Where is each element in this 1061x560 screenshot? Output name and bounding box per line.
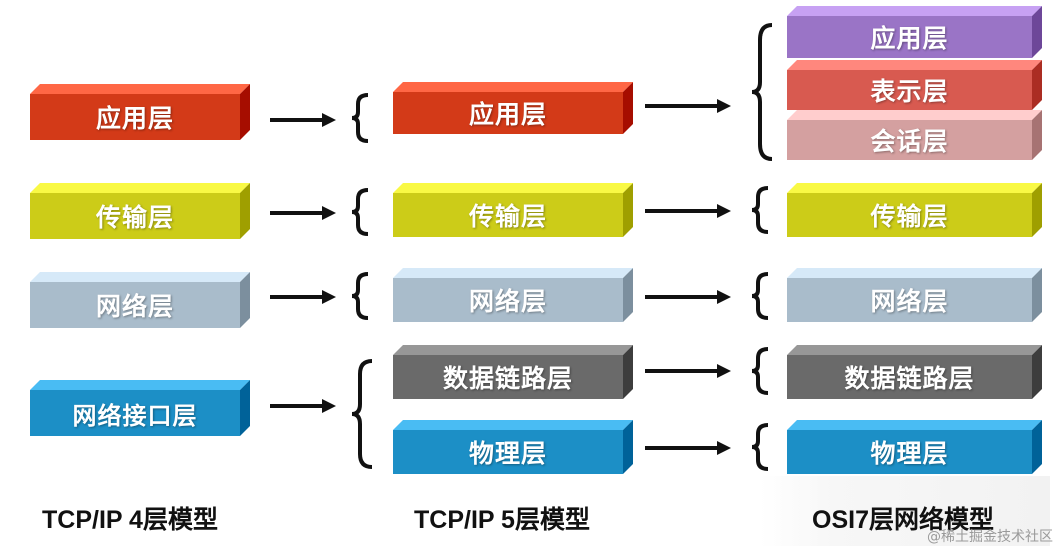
layer-label: 表示层 [870,77,949,106]
arrow-icon [270,206,336,220]
layer-label: 应用层 [870,24,949,53]
brace-icon [751,186,769,234]
osi-application-layer: 应用层 [787,6,1042,58]
arrow-icon [645,204,731,218]
layer-label: 应用层 [95,104,174,133]
layer-label: 数据链路层 [442,364,573,393]
osi-presentation-layer: 表示层 [787,60,1042,110]
brace-icon [351,272,369,320]
layer-label: 应用层 [468,100,547,129]
tcpip5-caption: TCP/IP 5层模型 [414,506,590,534]
layer-label: 网络层 [870,287,949,316]
tcpip5-network-layer: 网络层 [393,268,633,322]
osi-transport-layer: 传输层 [787,183,1042,237]
arrow-icon [645,290,731,304]
brace-icon [751,23,773,161]
layer-label: 会话层 [870,127,949,156]
arrow-icon [270,399,336,413]
brace-icon [351,188,369,236]
layer-label: 网络接口层 [72,401,198,430]
layer-label: 传输层 [468,202,547,231]
tcpip5-physical-layer: 物理层 [393,420,633,474]
osi-physical-layer: 物理层 [787,420,1042,474]
osi-data-link-layer: 数据链路层 [787,345,1042,399]
layer-label: 网络层 [95,292,174,321]
tcpip4-transport-layer: 传输层 [30,183,250,239]
layer-label: 物理层 [870,439,949,468]
caption-background [760,476,1050,546]
tcpip4-network-interface-layer: 网络接口层 [30,380,250,436]
osi-session-layer: 会话层 [787,110,1042,160]
tcpip5-transport-layer: 传输层 [393,183,633,237]
arrow-icon [270,113,336,127]
tcpip4-network-layer: 网络层 [30,272,250,328]
layer-label: 数据链路层 [844,364,975,393]
tcpip5-data-link-layer: 数据链路层 [393,345,633,399]
arrow-icon [645,441,731,455]
arrow-icon [645,99,731,113]
layer-label: 网络层 [468,287,547,316]
layer-label: 传输层 [95,203,174,232]
layer-label: 物理层 [468,439,547,468]
tcpip5-application-layer: 应用层 [393,82,633,134]
watermark-text: @稀土掘金技术社区 [927,529,1053,545]
brace-icon [751,423,769,471]
osi-network-layer: 网络层 [787,268,1042,322]
arrow-icon [270,290,336,304]
osi7-caption: OSI7层网络模型 [812,506,994,534]
brace-icon [351,359,373,469]
arrow-icon [645,364,731,378]
brace-icon [751,272,769,320]
layer-label: 传输层 [870,202,949,231]
brace-icon [751,347,769,395]
tcpip4-application-layer: 应用层 [30,84,250,140]
brace-icon [351,93,369,143]
tcpip4-caption: TCP/IP 4层模型 [42,506,218,534]
